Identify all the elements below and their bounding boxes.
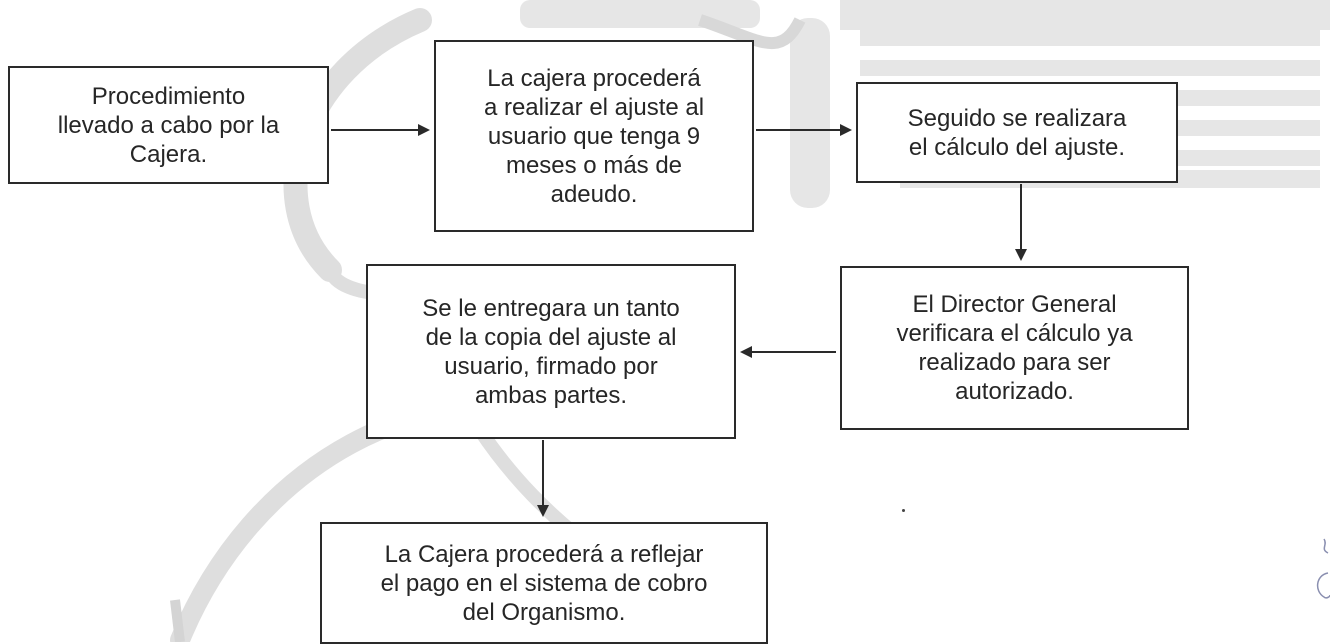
diagram-node-n4: El Director General verificara el cálcul…: [840, 266, 1189, 430]
ink-dot: [902, 509, 905, 512]
diagram-node-n3: Seguido se realizara el cálculo del ajus…: [856, 82, 1178, 183]
diagram-node-n6: La Cajera procederá a reflejar el pago e…: [320, 522, 768, 644]
diagram-node-label: Procedimiento llevado a cabo por la Caje…: [57, 82, 280, 168]
diagram-node-n1: Procedimiento llevado a cabo por la Caje…: [8, 66, 329, 184]
pen-mark-icon: [1316, 538, 1330, 599]
diagram-node-n2: La cajera procederá a realizar el ajuste…: [434, 40, 754, 232]
diagram-node-label: Seguido se realizara el cálculo del ajus…: [907, 104, 1127, 161]
diagram-node-label: La Cajera procederá a reflejar el pago e…: [380, 540, 708, 626]
diagram-node-label: El Director General verificara el cálcul…: [896, 291, 1133, 405]
diagram-node-label: Se le entregara un tanto de la copia del…: [422, 294, 680, 409]
diagram-node-label: La cajera procederá a realizar el ajuste…: [483, 64, 705, 208]
diagram-node-n5: Se le entregara un tanto de la copia del…: [366, 264, 736, 439]
